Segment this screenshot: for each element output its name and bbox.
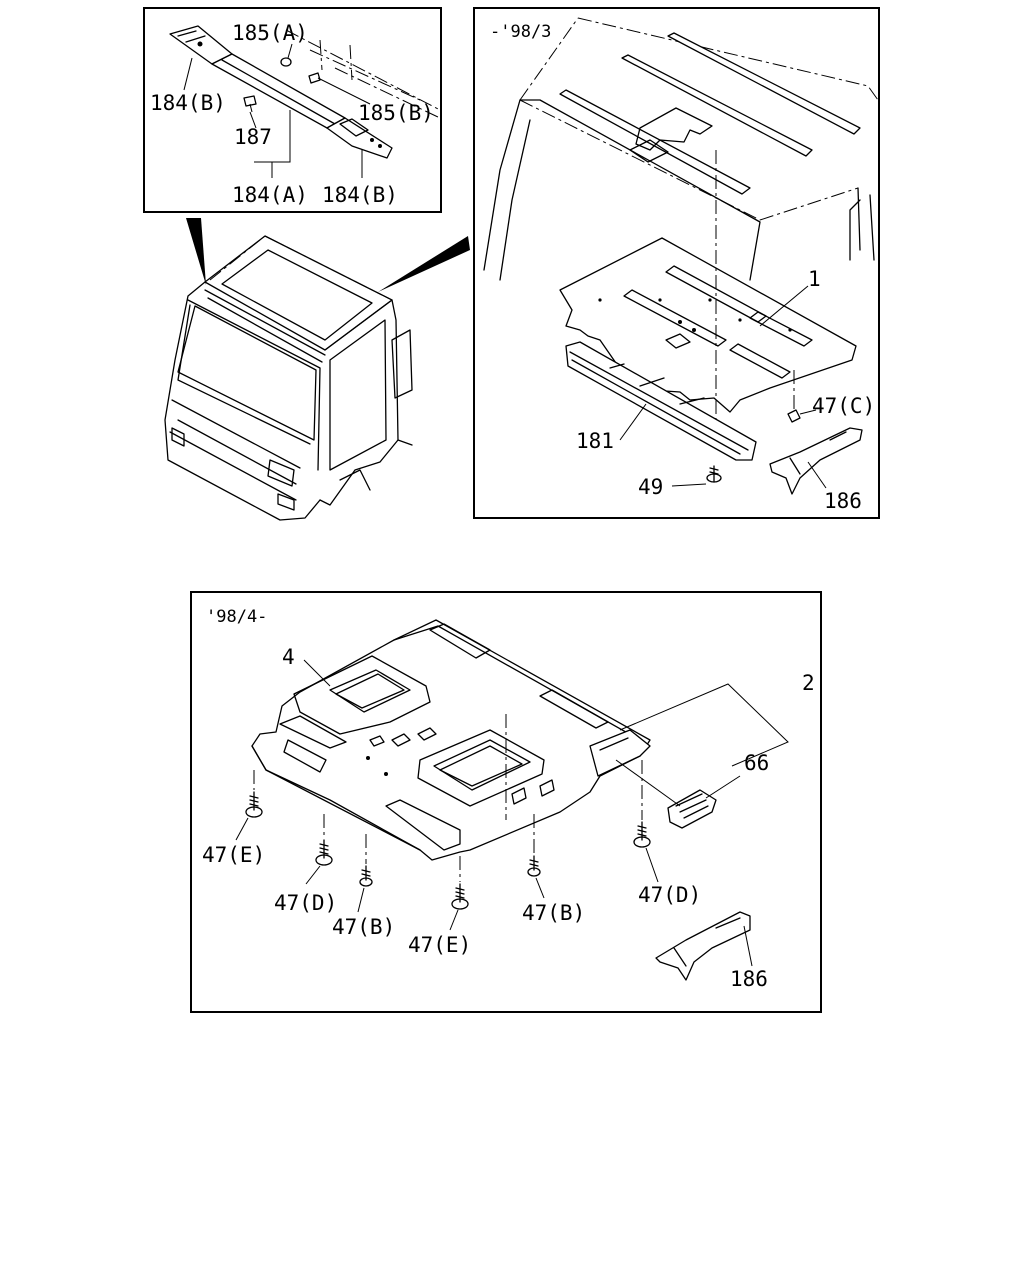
- inset-panel-frame: [143, 7, 442, 213]
- label-2: 2: [802, 671, 815, 695]
- visor-bracket-right: [326, 117, 393, 159]
- dome-lamp-66: [589, 729, 717, 829]
- label-186-late: 186: [730, 967, 768, 991]
- leaders-late: [235, 659, 789, 967]
- label-47B-mid: 47(B): [522, 901, 585, 925]
- roof-rail-rear: [667, 32, 861, 135]
- fastener-47E-mid: [451, 883, 469, 910]
- panel-headliner-late: '98/4-: [190, 591, 822, 1013]
- label-47E-left: 47(E): [202, 843, 265, 867]
- panel-early-frame: [473, 7, 880, 519]
- headliner-part-4: [251, 619, 651, 861]
- cab-front-outline: [164, 281, 321, 521]
- fasteners-late: [245, 760, 651, 910]
- label-47C: 47(C): [812, 394, 875, 418]
- clip-185B: [308, 72, 321, 84]
- label-4: 4: [282, 645, 295, 669]
- fastener-47D-right: [633, 821, 651, 848]
- panel-late-frame: [190, 591, 822, 1013]
- cab-roof-outline: [483, 17, 879, 281]
- label-47B-left: 47(B): [332, 915, 395, 939]
- pillar-trim-186-early: [769, 427, 863, 495]
- roof-center-bracket: [635, 107, 713, 151]
- label-49: 49: [638, 475, 663, 499]
- pillar-trim-186-late: [655, 911, 751, 981]
- fastener-47D-left: [315, 839, 333, 866]
- label-66: 66: [744, 751, 769, 775]
- callout-wedge-left: [186, 218, 206, 285]
- inset-panel-visor: 185(A) 184(B) 185(B) 187 184(A) 184(B): [143, 7, 442, 213]
- truck-cab-illustration: [164, 235, 413, 521]
- fastener-47B-left: [359, 865, 373, 887]
- label-185A: 185(A): [232, 21, 308, 45]
- label-47E-mid: 47(E): [408, 933, 471, 957]
- label-47D-left: 47(D): [274, 891, 337, 915]
- label-184B-left: 184(B): [150, 91, 226, 115]
- fastener-47B-mid: [527, 855, 541, 877]
- headliner-part-1: [559, 150, 857, 420]
- cab-side-window: [329, 319, 387, 471]
- period-label-early: -'98/3: [490, 22, 551, 42]
- label-47D-right: 47(D): [638, 883, 701, 907]
- label-1: 1: [808, 267, 821, 291]
- front-trim-181: [565, 341, 757, 461]
- label-185B: 185(B): [358, 101, 434, 125]
- period-label-late: '98/4-: [206, 607, 267, 627]
- clip-185A: [280, 57, 292, 67]
- cab-windshield: [177, 305, 317, 441]
- inset-leaders: [183, 43, 371, 178]
- screw-187: [243, 95, 257, 113]
- label-184A: 184(A): [232, 183, 308, 207]
- label-187: 187: [234, 125, 272, 149]
- clip-47C: [787, 409, 801, 423]
- panel-headliner-early: -'98/3: [473, 7, 880, 519]
- roof-rail-front: [559, 89, 751, 195]
- fastener-47E-left: [245, 791, 263, 818]
- roof-rail-mid: [621, 54, 813, 157]
- label-186-early: 186: [824, 489, 862, 513]
- label-181: 181: [576, 429, 614, 453]
- sun-visor-illustration: [169, 25, 441, 159]
- label-184B-right: 184(B): [322, 183, 398, 207]
- screw-49: [706, 465, 722, 483]
- callout-wedge-right: [378, 236, 470, 292]
